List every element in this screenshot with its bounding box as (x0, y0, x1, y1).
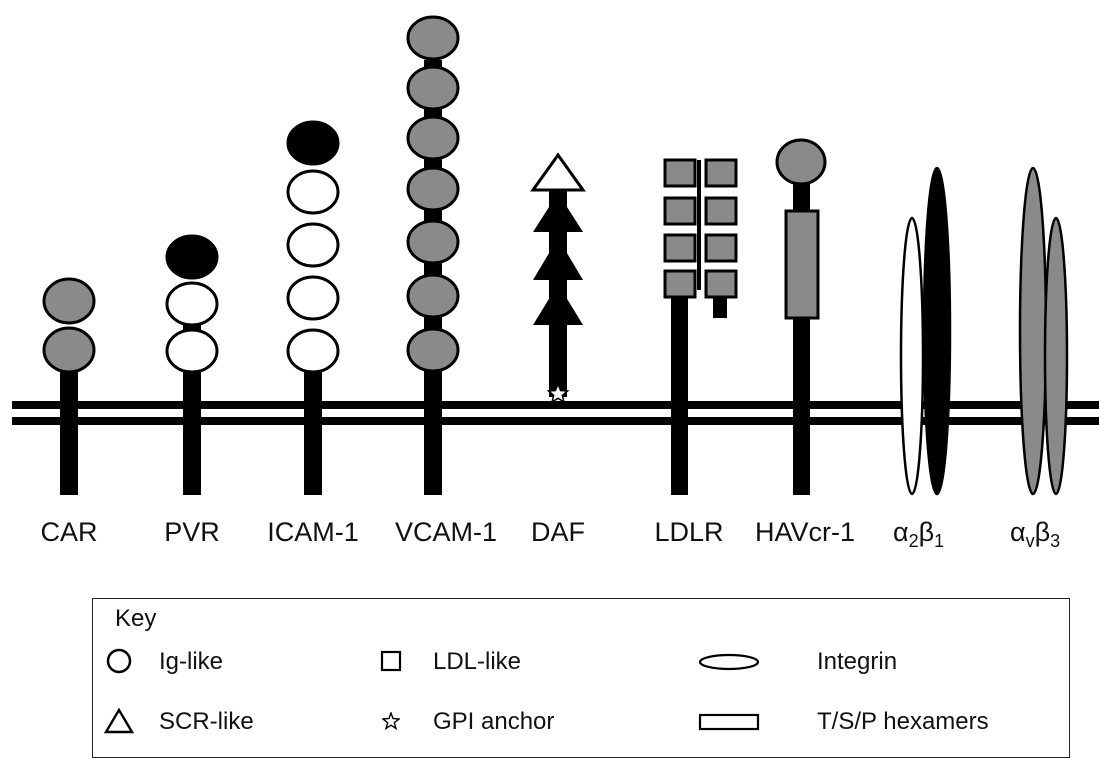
cell-membrane (12, 401, 1099, 425)
label-vcam-1: VCAM-1 (395, 517, 497, 547)
key-label-ldl-like: LDL-like (433, 648, 522, 675)
gpi-anchor-icon (546, 381, 570, 404)
car-receptor (42, 277, 96, 495)
ldlr-receptor (663, 158, 738, 495)
key-label-integrin: Integrin (817, 648, 898, 675)
rectangle-icon (698, 713, 760, 731)
key-label-gpi-anchor: GPI anchor (433, 708, 555, 735)
key-label-scr-like: SCR-like (159, 708, 254, 735)
integrin-a2b1 (899, 166, 952, 496)
label-ldlr: LDLR (654, 517, 723, 547)
label-pvr: PVR (164, 517, 220, 547)
label-car: CAR (40, 517, 97, 547)
vcam-1-receptor (406, 15, 460, 495)
square-icon (380, 650, 402, 672)
key-title: Key (115, 605, 157, 632)
key-legend: Key Ig-like LDL-like Integrin SCR-like G… (92, 598, 1070, 758)
integrin-avb3 (1018, 166, 1069, 496)
label-havcr-1: HAVcr-1 (755, 517, 855, 547)
label-icam-1: ICAM-1 (267, 517, 359, 547)
triangle-icon (103, 707, 135, 734)
icam-1-receptor (286, 120, 340, 495)
star-icon (382, 712, 400, 730)
circle-icon (106, 648, 132, 674)
label-a2b1: α2β1 (893, 517, 944, 551)
label-avb3: αvβ3 (1010, 517, 1060, 551)
receptor-diagram: CAR PVR ICAM-1 VCAM-1 DAF LDLR HAVcr-1 α… (12, 15, 1099, 551)
label-daf: DAF (531, 517, 585, 547)
pvr-receptor (165, 234, 219, 495)
key-label-tsp-hexamers: T/S/P hexamers (817, 708, 989, 735)
key-label-ig-like: Ig-like (159, 648, 224, 675)
ellipse-icon (698, 653, 760, 671)
daf-receptor (530, 152, 586, 404)
havcr-1-receptor (775, 138, 827, 495)
